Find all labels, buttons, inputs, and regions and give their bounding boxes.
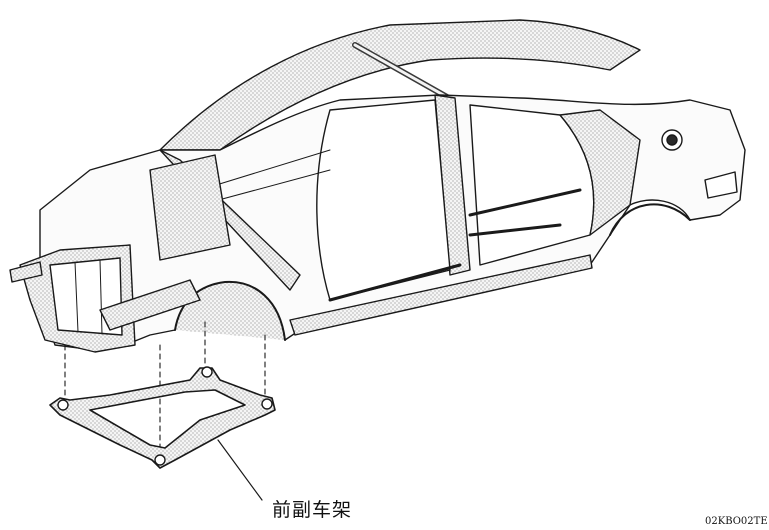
roof-panel (159, 19, 641, 151)
callout-label: 前副车架 (272, 499, 353, 521)
cross-member-1 (328, 263, 462, 302)
callout-leader (217, 439, 263, 501)
mount-guide-lines (64, 321, 266, 456)
subframe-mount-front-right (201, 366, 213, 378)
cross-member-2 (468, 188, 582, 217)
c-pillar (559, 109, 641, 236)
cross-member-3 (468, 223, 562, 237)
subframe-mount-rear-right (261, 398, 273, 410)
rear-lamp-pocket (704, 171, 738, 199)
front-subframe (49, 367, 276, 469)
rear-wheel-arch (609, 203, 691, 236)
rocker-sill (289, 254, 593, 336)
front-frame-rail (99, 279, 201, 331)
cowl-panel (149, 154, 231, 261)
figure-code: 02KBO02TE (705, 516, 768, 527)
subframe-mount-front-left (57, 399, 69, 411)
subframe-mount-rear-left (154, 454, 166, 466)
front-door-opening (316, 99, 451, 301)
